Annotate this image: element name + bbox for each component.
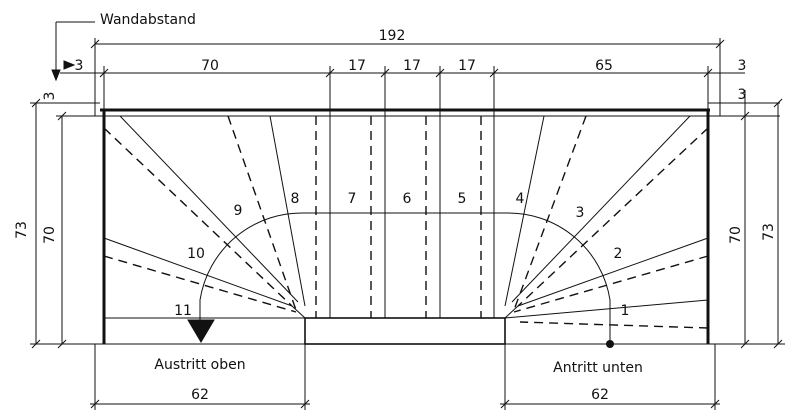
step-number: 6 [403,191,412,207]
dim-wall-right: 3 [738,58,747,74]
dim-wall-left: 3 [75,58,84,74]
step-number: 11 [174,303,192,319]
wall-gap-label: Wandabstand [100,12,196,28]
dim-tick [740,339,750,349]
dim-height-inner-left: 70 [42,226,58,244]
dim-tick [31,339,41,349]
dim-total-width: 192 [379,28,406,44]
dim-seg-right: 65 [595,58,613,74]
dim-entry-width: 62 [591,387,609,403]
arrow-down-icon [51,69,61,82]
dim-seg-b: 17 [403,58,421,74]
winder-corner [504,305,519,319]
dim-tick [710,399,720,409]
dim-tick [435,68,445,78]
dim-tick [380,68,390,78]
winder-line [227,115,297,311]
dim-wall-top-left: 3 [42,92,58,101]
winder-line [513,115,587,311]
dim-tick [325,68,335,78]
dim-tick [703,68,713,78]
walking-line-arc [199,212,611,344]
dim-tick [90,399,100,409]
step-number: 8 [291,191,300,207]
dim-tick [31,98,41,108]
winder-line [504,299,709,319]
step-number: 3 [576,205,585,221]
dim-tick [57,339,67,349]
step-number: 9 [234,203,243,219]
winder-line [511,115,691,303]
dim-tick [773,339,783,349]
dim-tick [500,399,510,409]
dot-icon [606,340,614,348]
dim-tick [300,399,310,409]
winder-line [103,255,297,313]
winder-line [269,115,306,307]
winder-line [504,115,545,307]
winder-line [517,127,709,307]
dim-tick [57,111,67,121]
dim-height-outer-left: 73 [14,221,30,239]
winder-corner [291,305,306,319]
winder-line [103,237,293,307]
dim-seg-a: 17 [348,58,366,74]
dim-seg-left: 70 [201,58,219,74]
winder-line [513,255,709,313]
dim-seg-c: 17 [458,58,476,74]
winder-line [103,127,293,307]
dim-wall-top-right: 3 [738,87,747,103]
step-number: 10 [187,246,205,262]
dim-tick [489,68,499,78]
dim-tick [773,98,783,108]
step-number: 5 [458,191,467,207]
stairwell-opening [304,317,506,345]
winder-line [519,321,709,329]
dim-exit-width: 62 [191,387,209,403]
triangle-down-icon [187,319,215,343]
step-number: 1 [621,303,630,319]
step-number: 7 [348,191,357,207]
exit-label: Austritt oben [154,357,245,373]
dim-tick [740,111,750,121]
arrow-right-icon [63,60,76,70]
step-number: 2 [614,246,623,262]
dim-height-inner-right: 70 [728,226,744,244]
entry-label: Antritt unten [553,360,643,376]
dim-tick [715,39,725,49]
dim-tick [90,39,100,49]
winder-line [517,237,709,307]
dim-height-outer-right: 73 [761,223,777,241]
step-number: 4 [516,191,525,207]
dim-tick [99,68,109,78]
winder-line [119,115,299,303]
